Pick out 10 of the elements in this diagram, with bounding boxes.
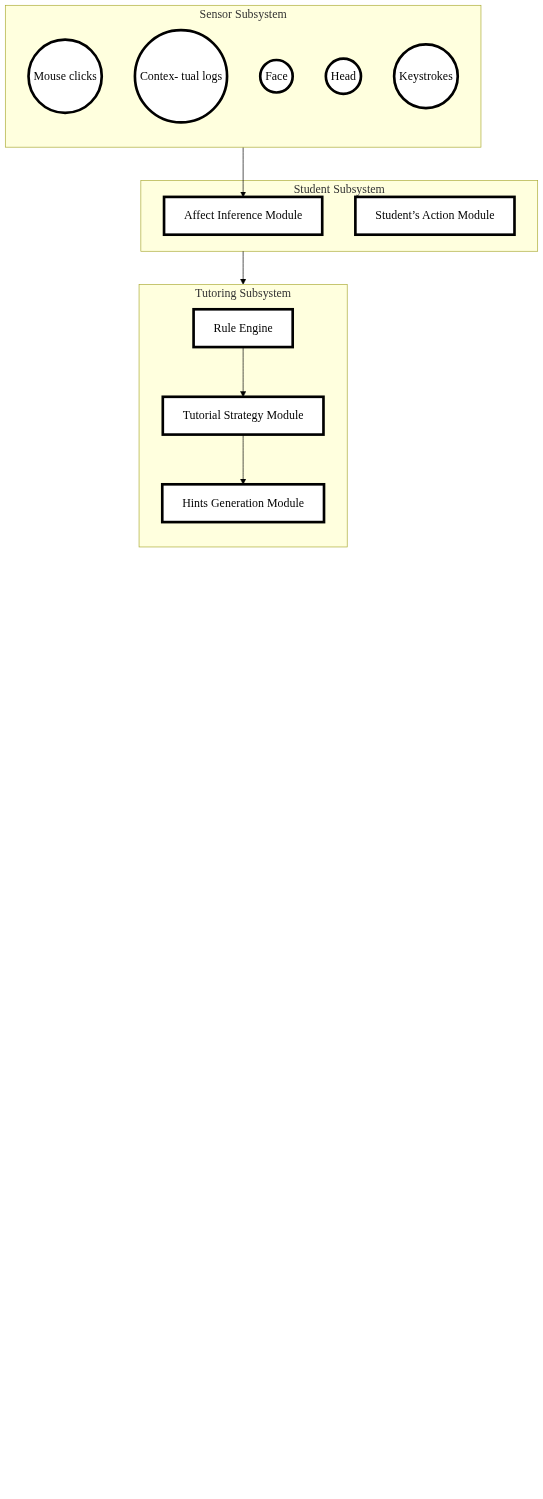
node-circle: Mouse clicks	[27, 38, 104, 115]
node-circle: Face	[258, 58, 294, 94]
node-box: Affect Inference Module	[162, 195, 324, 237]
node-box: Rule Engine	[192, 307, 294, 349]
node-circle: Head	[324, 57, 363, 96]
node-box: Student’s Action Module	[354, 195, 516, 237]
node-box: Tutorial Strategy Module	[161, 395, 325, 436]
node-circle: Keystrokes	[392, 43, 460, 110]
node-box: Hints Generation Module	[160, 483, 326, 524]
node-circle: Contex- tual logs	[133, 28, 229, 124]
